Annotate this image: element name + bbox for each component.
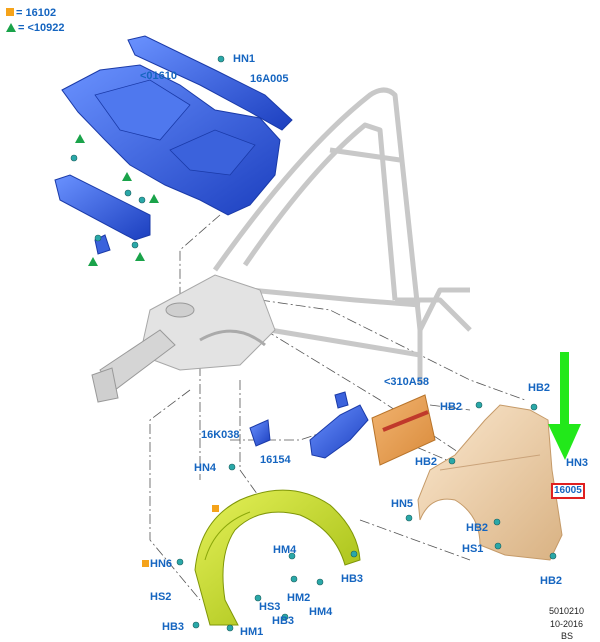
label-hm1[interactable]: HM1 — [240, 626, 264, 638]
legend-square: = 16102 — [6, 7, 56, 19]
highlighted-part-number[interactable]: 16005 — [551, 483, 585, 499]
illustration-date: 10-2016 — [550, 619, 584, 629]
bracket-16k038 — [249, 419, 271, 447]
fasteners — [70, 55, 557, 632]
orange-square-icon — [6, 8, 14, 16]
front-fender — [417, 404, 563, 561]
label-16154[interactable]: 16154 — [260, 454, 291, 466]
legend-triangle: = <10922 — [6, 22, 65, 34]
legend-square-text: = 16102 — [16, 7, 57, 19]
illustration-id: 5010210 — [549, 606, 585, 616]
label-hb2-right[interactable]: HB2 — [466, 522, 489, 534]
label-hb2-lower[interactable]: HB2 — [415, 456, 438, 468]
dash-panel — [61, 64, 281, 216]
front-apron-structure — [91, 274, 276, 403]
callout-arrow — [548, 352, 581, 460]
label-hb3-a[interactable]: HB3 — [272, 615, 295, 627]
label-16a005[interactable]: 16A005 — [250, 73, 289, 85]
label-hs3[interactable]: HS3 — [259, 601, 281, 613]
insulator-pad-310a58 — [371, 394, 436, 466]
label-hn3[interactable]: HN3 — [566, 457, 589, 469]
label-01610[interactable]: <01610 — [140, 70, 178, 82]
cowl-top-bar — [127, 35, 293, 131]
label-hn6[interactable]: HN6 — [150, 558, 173, 570]
body-side-frame — [212, 87, 472, 385]
label-hn1[interactable]: HN1 — [233, 53, 256, 65]
label-16k038[interactable]: 16K038 — [201, 429, 240, 441]
legend-markers-on-diagram — [75, 134, 219, 567]
bracket-16154 — [309, 391, 369, 459]
green-triangle-icon — [6, 23, 16, 32]
label-hb2-top[interactable]: HB2 — [528, 382, 551, 394]
label-hs1[interactable]: HS1 — [462, 543, 484, 555]
label-hm4-a[interactable]: HM4 — [273, 544, 297, 556]
legend-triangle-text: = <10922 — [18, 22, 65, 34]
label-hb3-c[interactable]: HB3 — [162, 621, 185, 633]
label-310a58[interactable]: <310A58 — [384, 376, 429, 388]
label-hb3-b[interactable]: HB3 — [341, 573, 364, 585]
label-hn5[interactable]: HN5 — [391, 498, 414, 510]
label-hb2-bottom[interactable]: HB2 — [540, 575, 563, 587]
wheel-arch-liner — [194, 489, 361, 626]
label-hm4-b[interactable]: HM4 — [309, 606, 333, 618]
label-hb2-mid[interactable]: HB2 — [440, 401, 463, 413]
label-hn4[interactable]: HN4 — [194, 462, 217, 474]
illustration-code: BS — [561, 631, 574, 641]
label-hs2[interactable]: HS2 — [150, 591, 172, 603]
label-hm2[interactable]: HM2 — [287, 592, 311, 604]
